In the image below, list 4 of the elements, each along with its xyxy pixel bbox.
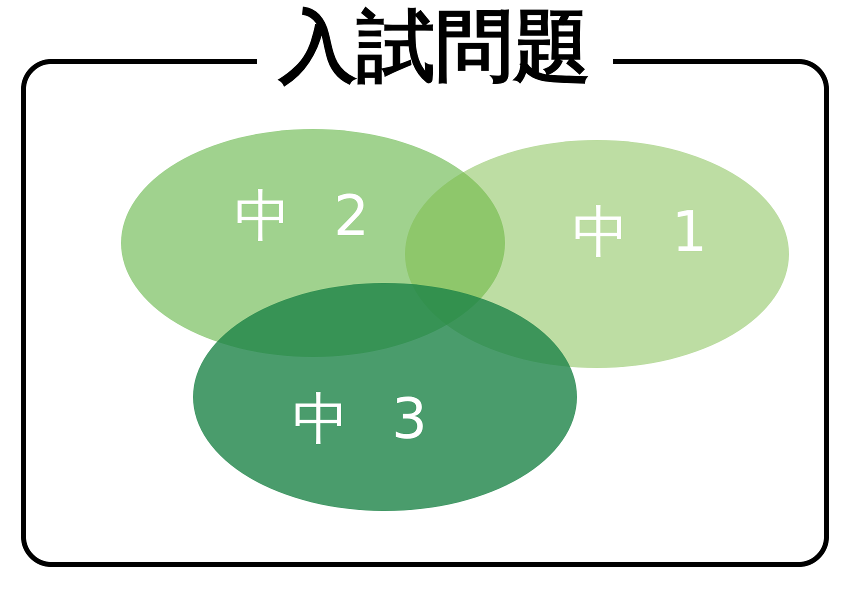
frame-heading: 入試問題 — [279, 8, 591, 86]
ellipse-label: 中 2 — [234, 189, 370, 245]
ellipse-label: 中 1 — [572, 205, 708, 261]
ellipse-label: 中 3 — [292, 392, 428, 448]
